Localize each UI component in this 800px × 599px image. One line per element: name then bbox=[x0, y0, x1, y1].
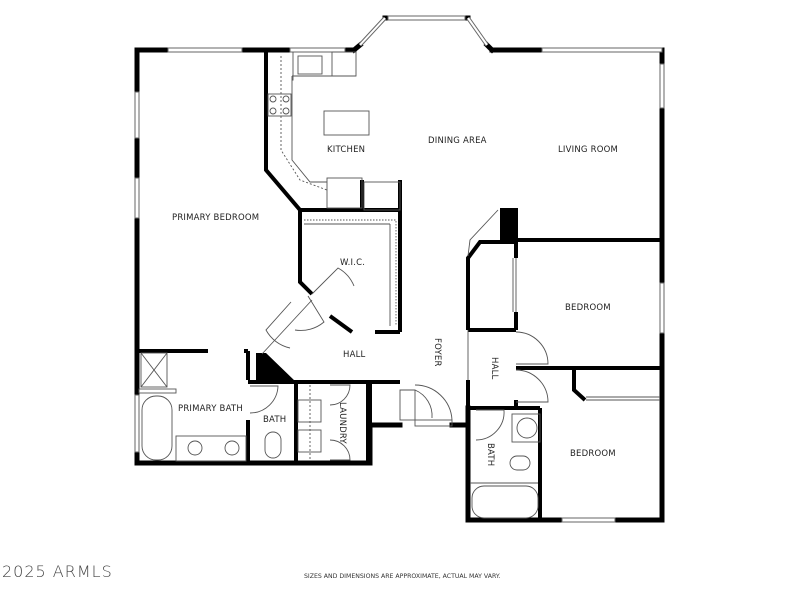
label-foyer: FOYER bbox=[432, 338, 442, 367]
label-bedroom-2: BEDROOM bbox=[570, 449, 616, 459]
solid-blocks bbox=[256, 208, 518, 382]
label-bath-small: BATH bbox=[263, 415, 286, 425]
room-labels: KITCHEN DINING AREA LIVING ROOM PRIMARY … bbox=[172, 136, 618, 466]
label-bedroom-1: BEDROOM bbox=[565, 303, 611, 313]
doors bbox=[249, 267, 549, 461]
label-laundry: LAUNDRY bbox=[337, 402, 347, 444]
label-hall-side: HALL bbox=[489, 357, 499, 380]
label-hall-main: HALL bbox=[343, 350, 366, 360]
windows bbox=[134, 15, 665, 523]
label-dining-area: DINING AREA bbox=[428, 136, 487, 146]
label-bath-side: BATH bbox=[485, 443, 495, 466]
label-primary-bedroom: PRIMARY BEDROOM bbox=[172, 213, 259, 223]
label-kitchen: KITCHEN bbox=[327, 145, 365, 155]
disclaimer: SIZES AND DIMENSIONS ARE APPROXIMATE, AC… bbox=[304, 573, 501, 580]
fixtures bbox=[138, 51, 660, 519]
label-living-room: LIVING ROOM bbox=[558, 145, 618, 155]
walls bbox=[134, 15, 665, 523]
label-primary-bath: PRIMARY BATH bbox=[178, 404, 243, 414]
watermark: 2025 ARMLS bbox=[2, 562, 113, 581]
label-wic: W.I.C. bbox=[340, 258, 365, 268]
